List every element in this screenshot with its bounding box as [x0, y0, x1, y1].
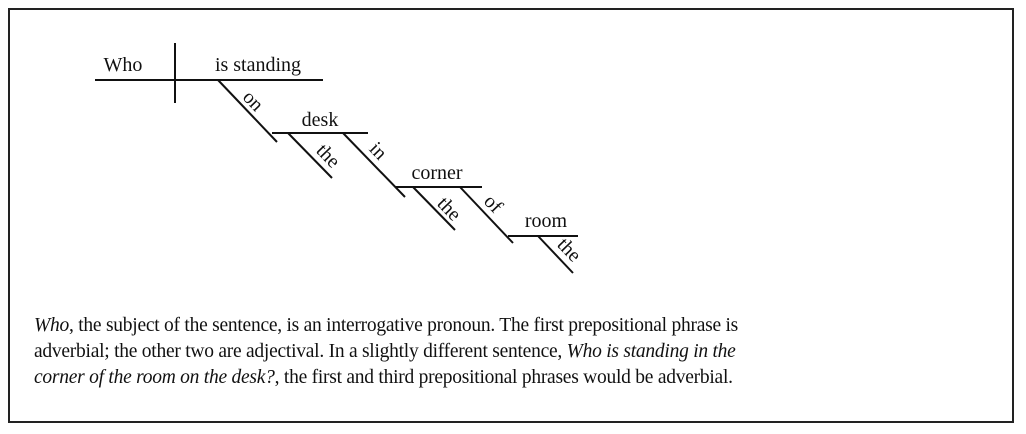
caption-line-2: adverbial; the other two are adjectival.…	[34, 339, 738, 365]
prep1-word: on	[238, 86, 268, 116]
caption-line-1: Who, the subject of the sentence, is an …	[34, 313, 738, 339]
obj2-word: corner	[411, 162, 462, 184]
diagram-frame	[8, 8, 1014, 423]
prep1-slant	[217, 79, 278, 143]
caption-text: , the first and third prepositional phra…	[274, 367, 733, 388]
obj2-article-slant	[412, 186, 456, 231]
obj1-word: desk	[302, 109, 339, 131]
caption-text: adverbial; the other two are adjectival.…	[34, 341, 567, 362]
caption-text: , the subject of the sentence, is an int…	[69, 315, 738, 336]
caption-italic: corner of the room on the desk?	[34, 367, 275, 388]
obj2-article-word: the	[433, 193, 466, 226]
obj3-word: room	[525, 210, 568, 232]
verb-word: is standing	[215, 54, 301, 76]
obj3-article-word: the	[553, 234, 586, 267]
subject-word: Who	[104, 54, 143, 76]
prep3-word: of	[479, 190, 507, 218]
obj1-article-slant	[287, 132, 333, 179]
prep3-slant	[459, 186, 514, 244]
obj3-article-slant	[537, 235, 574, 274]
caption-line-3: corner of the room on the desk?, the fir…	[34, 365, 738, 391]
caption: Who, the subject of the sentence, is an …	[34, 313, 738, 391]
caption-italic: Who	[34, 315, 69, 336]
caption-italic: Who is standing in the	[566, 341, 736, 362]
prep2-slant	[342, 132, 406, 198]
obj1-article-word: the	[312, 140, 345, 173]
